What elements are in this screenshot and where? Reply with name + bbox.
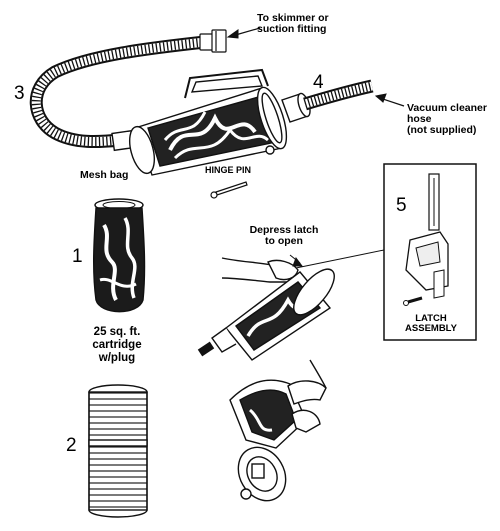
vacuum-hose bbox=[303, 79, 374, 111]
part-number-1: 1 bbox=[72, 246, 83, 267]
part-number-4: 4 bbox=[313, 72, 324, 93]
part-number-3: 3 bbox=[14, 83, 25, 104]
skimmer-fitting bbox=[199, 29, 227, 53]
filter-cartridge bbox=[88, 384, 148, 518]
latch-assembly-label: LATCH ASSEMBLY bbox=[405, 313, 457, 334]
skimmer-label: To skimmer or suction fitting bbox=[257, 12, 329, 35]
suction-hose bbox=[29, 35, 206, 149]
skimmer-arrow bbox=[226, 27, 261, 39]
hinge-pin-label: HINGE PIN bbox=[205, 165, 252, 175]
part-number-2: 2 bbox=[66, 435, 77, 456]
leaf-canister bbox=[111, 68, 311, 176]
depress-latch-label: Depress latch to open bbox=[249, 224, 319, 247]
cartridge-label: 25 sq. ft. cartridge w/plug bbox=[92, 326, 142, 364]
vacuum-hose-label: Vacuum cleaner hose (not supplied) bbox=[407, 102, 487, 136]
hinge-pin bbox=[210, 181, 248, 199]
latch-open-scene bbox=[197, 257, 335, 361]
emptying-scene bbox=[229, 359, 327, 502]
part-number-5: 5 bbox=[396, 195, 407, 216]
latch-assembly-box bbox=[383, 163, 477, 341]
vacuum-hose-arrow bbox=[374, 93, 405, 107]
mesh-bag bbox=[92, 198, 146, 313]
mesh-bag-label: Mesh bag bbox=[80, 169, 129, 181]
latch-pointer bbox=[289, 249, 385, 269]
